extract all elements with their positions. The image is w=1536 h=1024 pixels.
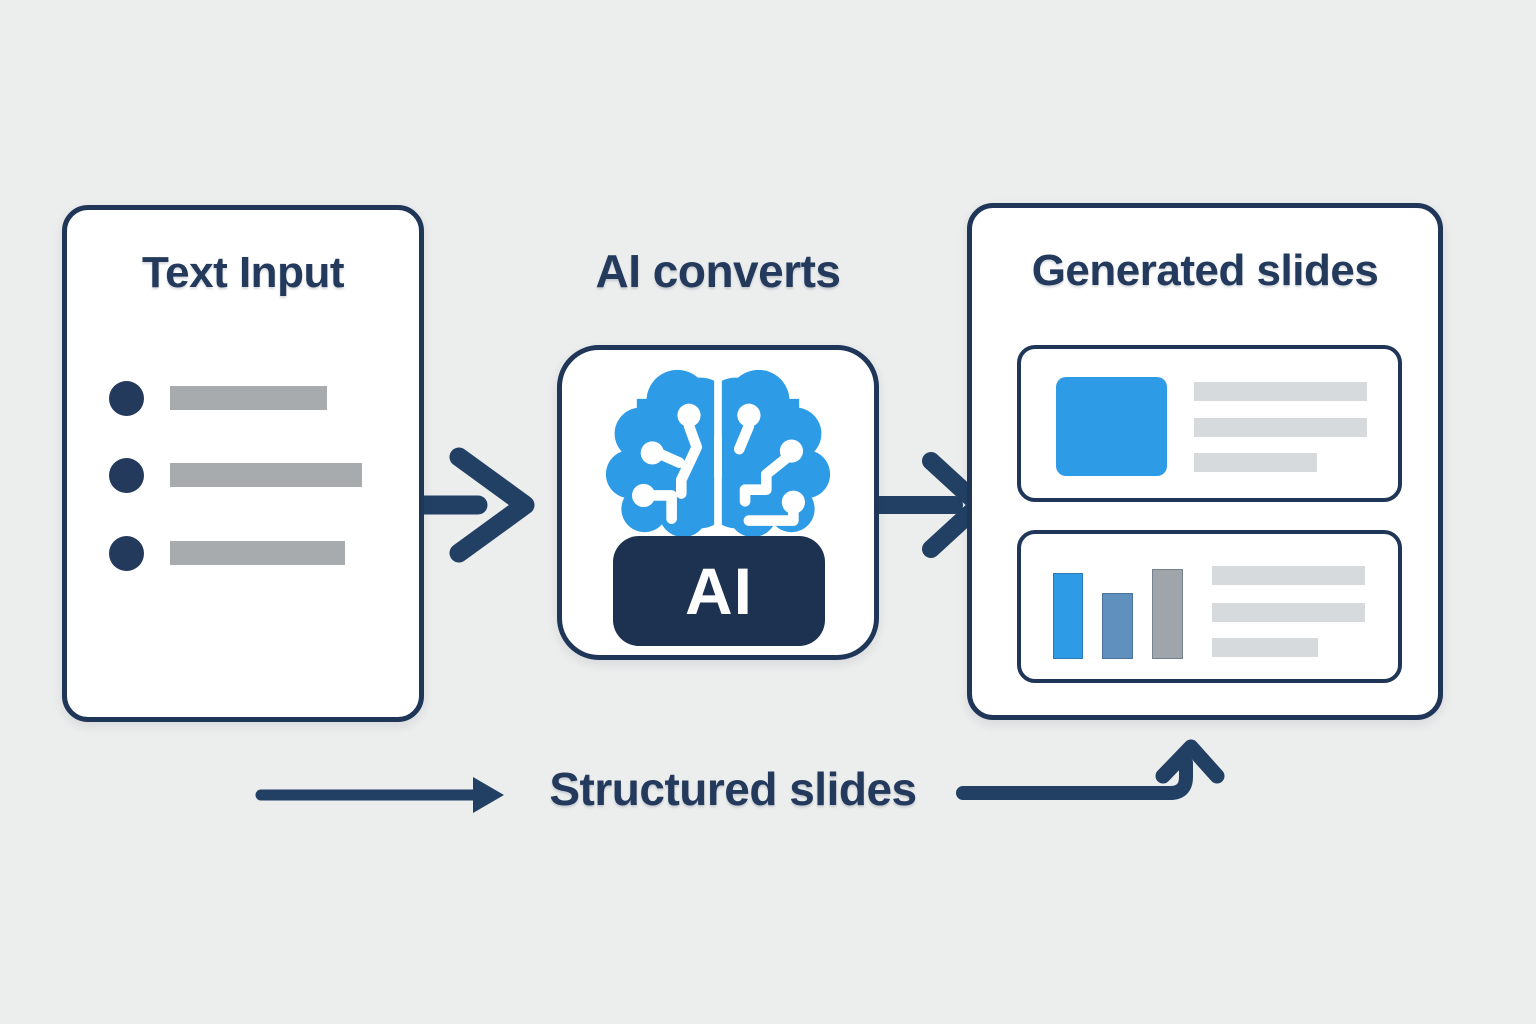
ai-converts-label: AI converts xyxy=(595,245,841,297)
chart-bar xyxy=(1053,573,1083,659)
generated-slides-card: Generated slides xyxy=(967,203,1443,720)
text-line-placeholder xyxy=(1194,382,1367,401)
text-line-placeholder xyxy=(170,541,345,565)
text-line-placeholder xyxy=(170,463,362,487)
text-line-placeholder xyxy=(1194,453,1317,472)
ai-brain-circuit-icon xyxy=(605,369,831,538)
generated-slides-title: Generated slides xyxy=(1031,246,1379,295)
arrow-up-elbow-icon xyxy=(956,739,1225,800)
ai-badge-text: AI xyxy=(685,554,753,628)
text-line-placeholder xyxy=(1194,418,1367,437)
bullet-dot-icon xyxy=(109,381,144,416)
slide-image-placeholder xyxy=(1056,377,1167,476)
text-line-placeholder xyxy=(1212,566,1365,585)
structured-slides-label: Structured slides xyxy=(549,763,917,815)
ai-card: AI xyxy=(557,345,879,660)
text-line-placeholder xyxy=(170,386,327,410)
arrow-right-icon xyxy=(255,777,504,813)
ai-badge: AI xyxy=(613,536,825,646)
arrow-right-icon xyxy=(871,452,988,558)
slide-thumbnail-image-layout xyxy=(1017,345,1402,502)
text-line-placeholder xyxy=(1212,638,1318,657)
bullet-dot-icon xyxy=(109,458,144,493)
chart-bar xyxy=(1102,593,1133,659)
slide-thumbnail-chart-layout xyxy=(1017,530,1402,683)
text-line-placeholder xyxy=(1212,603,1365,622)
bullet-dot-icon xyxy=(109,536,144,571)
text-input-card: Text Input xyxy=(62,205,424,722)
chart-bar xyxy=(1152,569,1183,659)
text-input-title: Text Input xyxy=(142,248,344,297)
